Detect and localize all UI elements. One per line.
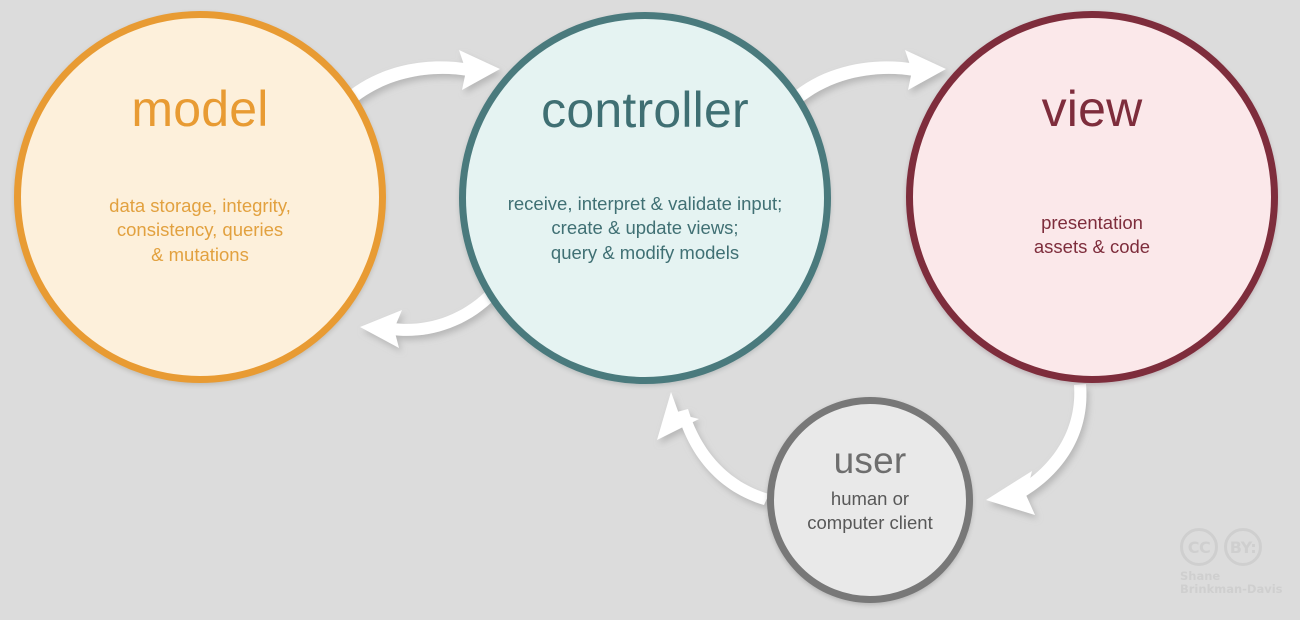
- cc-by-icon: BY:: [1224, 528, 1262, 566]
- arrow-controller-to-view: [790, 50, 946, 105]
- node-controller-title: controller: [541, 82, 749, 138]
- node-model[interactable]: model data storage, integrity, consisten…: [14, 11, 386, 383]
- node-user-description: human or computer client: [807, 488, 933, 534]
- node-controller-description: receive, interpret & validate input; cre…: [507, 193, 783, 263]
- node-view-description: presentation assets & code: [1033, 212, 1151, 258]
- node-user-title: user: [833, 440, 907, 481]
- creative-commons-icon: CC: [1180, 528, 1218, 566]
- cc-badge-icons: CC BY:: [1180, 528, 1290, 566]
- node-view[interactable]: view presentation assets & code: [906, 11, 1278, 383]
- author-credit: Shane Brinkman-Davis: [1180, 569, 1283, 597]
- node-model-title: model: [131, 81, 269, 137]
- node-controller[interactable]: controller receive, interpret & validate…: [459, 12, 831, 384]
- node-user[interactable]: user human or computer client: [767, 397, 973, 603]
- arrow-model-to-controller: [344, 50, 500, 105]
- arrow-controller-to-model: [360, 292, 492, 348]
- creative-commons-badge: CC BY: Shane Brinkman-Davis: [1180, 528, 1290, 610]
- node-view-title: view: [1041, 81, 1143, 137]
- arrow-user-to-controller: [657, 392, 769, 505]
- node-model-description: data storage, integrity, consistency, qu…: [109, 195, 291, 265]
- arrow-view-to-user: [986, 384, 1087, 515]
